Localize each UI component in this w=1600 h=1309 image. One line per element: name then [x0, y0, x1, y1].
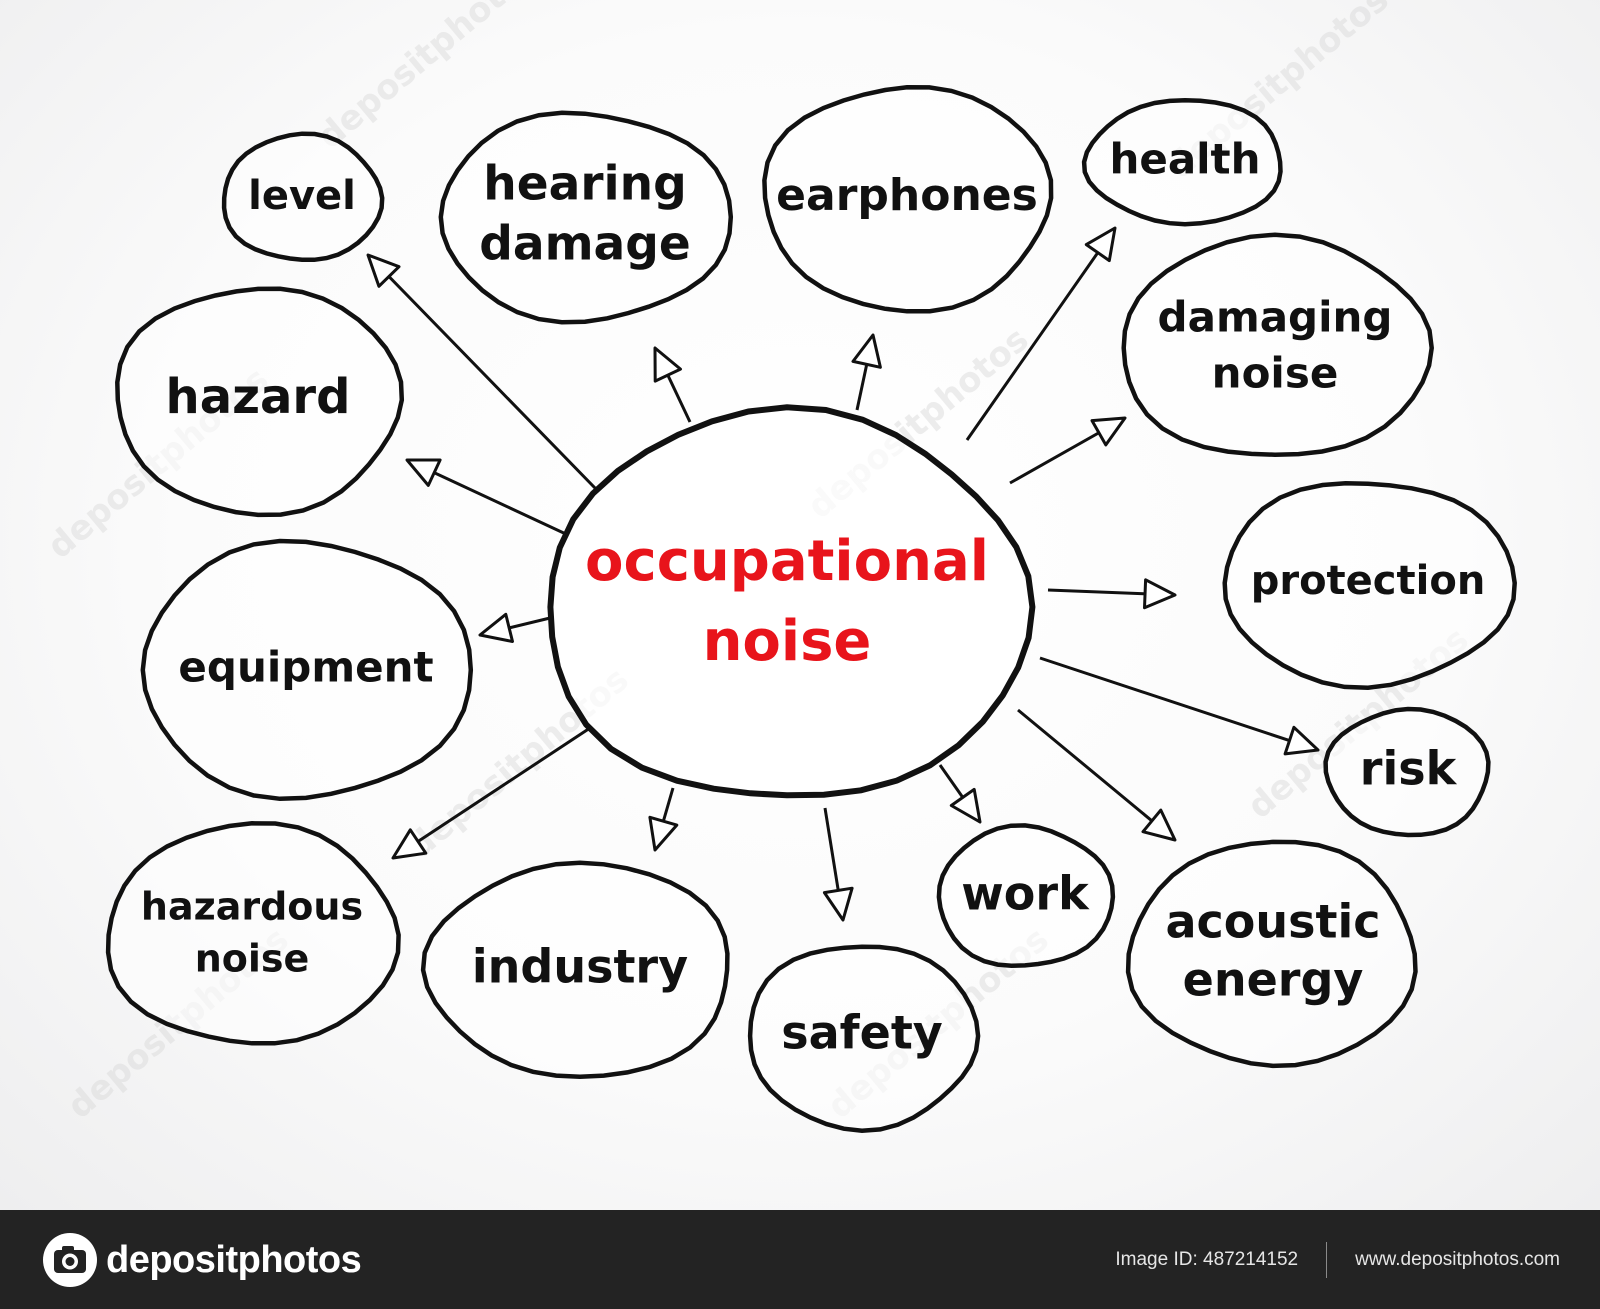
- arrowhead-hazardous-noise: [391, 828, 428, 860]
- node-label: energy: [1183, 953, 1364, 1007]
- node-label: work: [961, 867, 1090, 921]
- node-label: damaging: [1158, 293, 1393, 342]
- edge-health: [965, 227, 1117, 441]
- node-label: earphones: [776, 170, 1038, 221]
- arrowhead-health: [1084, 226, 1117, 263]
- footer-bar: depositphotos Image ID: 487214152 www.de…: [0, 1210, 1600, 1309]
- node-bubble: [1121, 232, 1434, 457]
- node-label: noise: [195, 937, 310, 981]
- image-id-label: Image ID: 487214152: [1115, 1248, 1299, 1270]
- node-earphones[interactable]: earphones: [762, 85, 1054, 314]
- node-bubble: [105, 821, 401, 1046]
- node-label: noise: [1212, 349, 1339, 398]
- arrowhead-equipment: [478, 612, 514, 643]
- node-industry[interactable]: industry: [420, 860, 730, 1079]
- node-hazardous-noise[interactable]: hazardous noise: [105, 821, 401, 1046]
- website-link[interactable]: www.depositphotos.com: [1355, 1248, 1560, 1270]
- node-label: acoustic: [1165, 895, 1380, 949]
- node-bubble: [420, 860, 730, 1079]
- node-level[interactable]: level: [221, 131, 385, 263]
- node-health[interactable]: health: [1081, 97, 1283, 227]
- camera-icon: [43, 1233, 97, 1287]
- node-risk[interactable]: risk: [1323, 706, 1491, 838]
- node-label: risk: [1360, 742, 1458, 796]
- arrowhead-risk: [1283, 725, 1320, 756]
- node-label: safety: [781, 1006, 943, 1060]
- node-label: protection: [1251, 558, 1486, 604]
- arrowhead-industry: [648, 815, 679, 852]
- node-bubble: [438, 110, 734, 325]
- arrowhead-damaging-noise: [1090, 416, 1127, 447]
- arrowhead-earphones: [851, 333, 882, 369]
- center-node[interactable]: occupational noise: [547, 404, 1036, 799]
- node-bubble: [936, 823, 1116, 969]
- node-bubble: [221, 131, 385, 263]
- arrowhead-hazard: [405, 458, 442, 487]
- node-label: equipment: [178, 643, 433, 692]
- node-bubble: [1125, 839, 1418, 1069]
- arrowhead-acoustic-energy: [1141, 808, 1177, 842]
- brand-name: depositphotos: [106, 1238, 362, 1281]
- edge-level: [366, 253, 597, 490]
- node-bubble: [115, 286, 405, 518]
- edge-hazardous-noise: [392, 726, 591, 860]
- node-work[interactable]: work: [936, 823, 1116, 969]
- edge-acoustic-energy: [1017, 708, 1176, 842]
- node-label: hearing: [483, 157, 686, 212]
- edge-risk: [1039, 656, 1319, 752]
- center-label: occupational: [585, 529, 989, 594]
- node-bubble: [140, 538, 474, 802]
- node-bubble: [1081, 97, 1283, 227]
- arrowhead-safety: [822, 886, 854, 922]
- node-label: level: [248, 173, 356, 219]
- node-label: industry: [472, 940, 688, 994]
- node-label: health: [1109, 135, 1260, 184]
- center-label: noise: [703, 609, 872, 674]
- arrowhead-protection: [1143, 578, 1177, 610]
- node-bubble: [1323, 706, 1491, 838]
- node-label: hazard: [166, 369, 351, 425]
- footer-divider: [1326, 1241, 1328, 1278]
- node-protection[interactable]: protection: [1222, 481, 1517, 690]
- node-label: hazardous: [141, 885, 363, 929]
- arrowhead-level: [366, 253, 401, 288]
- node-safety[interactable]: safety: [747, 944, 981, 1133]
- arrowhead-hearing-damage: [653, 346, 682, 383]
- node-damaging-noise[interactable]: damaging noise: [1121, 232, 1434, 457]
- node-bubble: [1222, 481, 1517, 690]
- node-hazard[interactable]: hazard: [115, 286, 405, 518]
- node-bubble: [762, 85, 1054, 314]
- node-label: damage: [479, 217, 691, 272]
- brand-logo[interactable]: depositphotos: [42, 1232, 362, 1288]
- node-bubble: [747, 944, 981, 1133]
- node-equipment[interactable]: equipment: [140, 538, 474, 802]
- center-bubble: [547, 404, 1036, 799]
- edges-layer: [366, 226, 1320, 922]
- arrowhead-work: [949, 787, 982, 824]
- footer-info: Image ID: 487214152 www.depositphotos.co…: [1115, 1210, 1560, 1309]
